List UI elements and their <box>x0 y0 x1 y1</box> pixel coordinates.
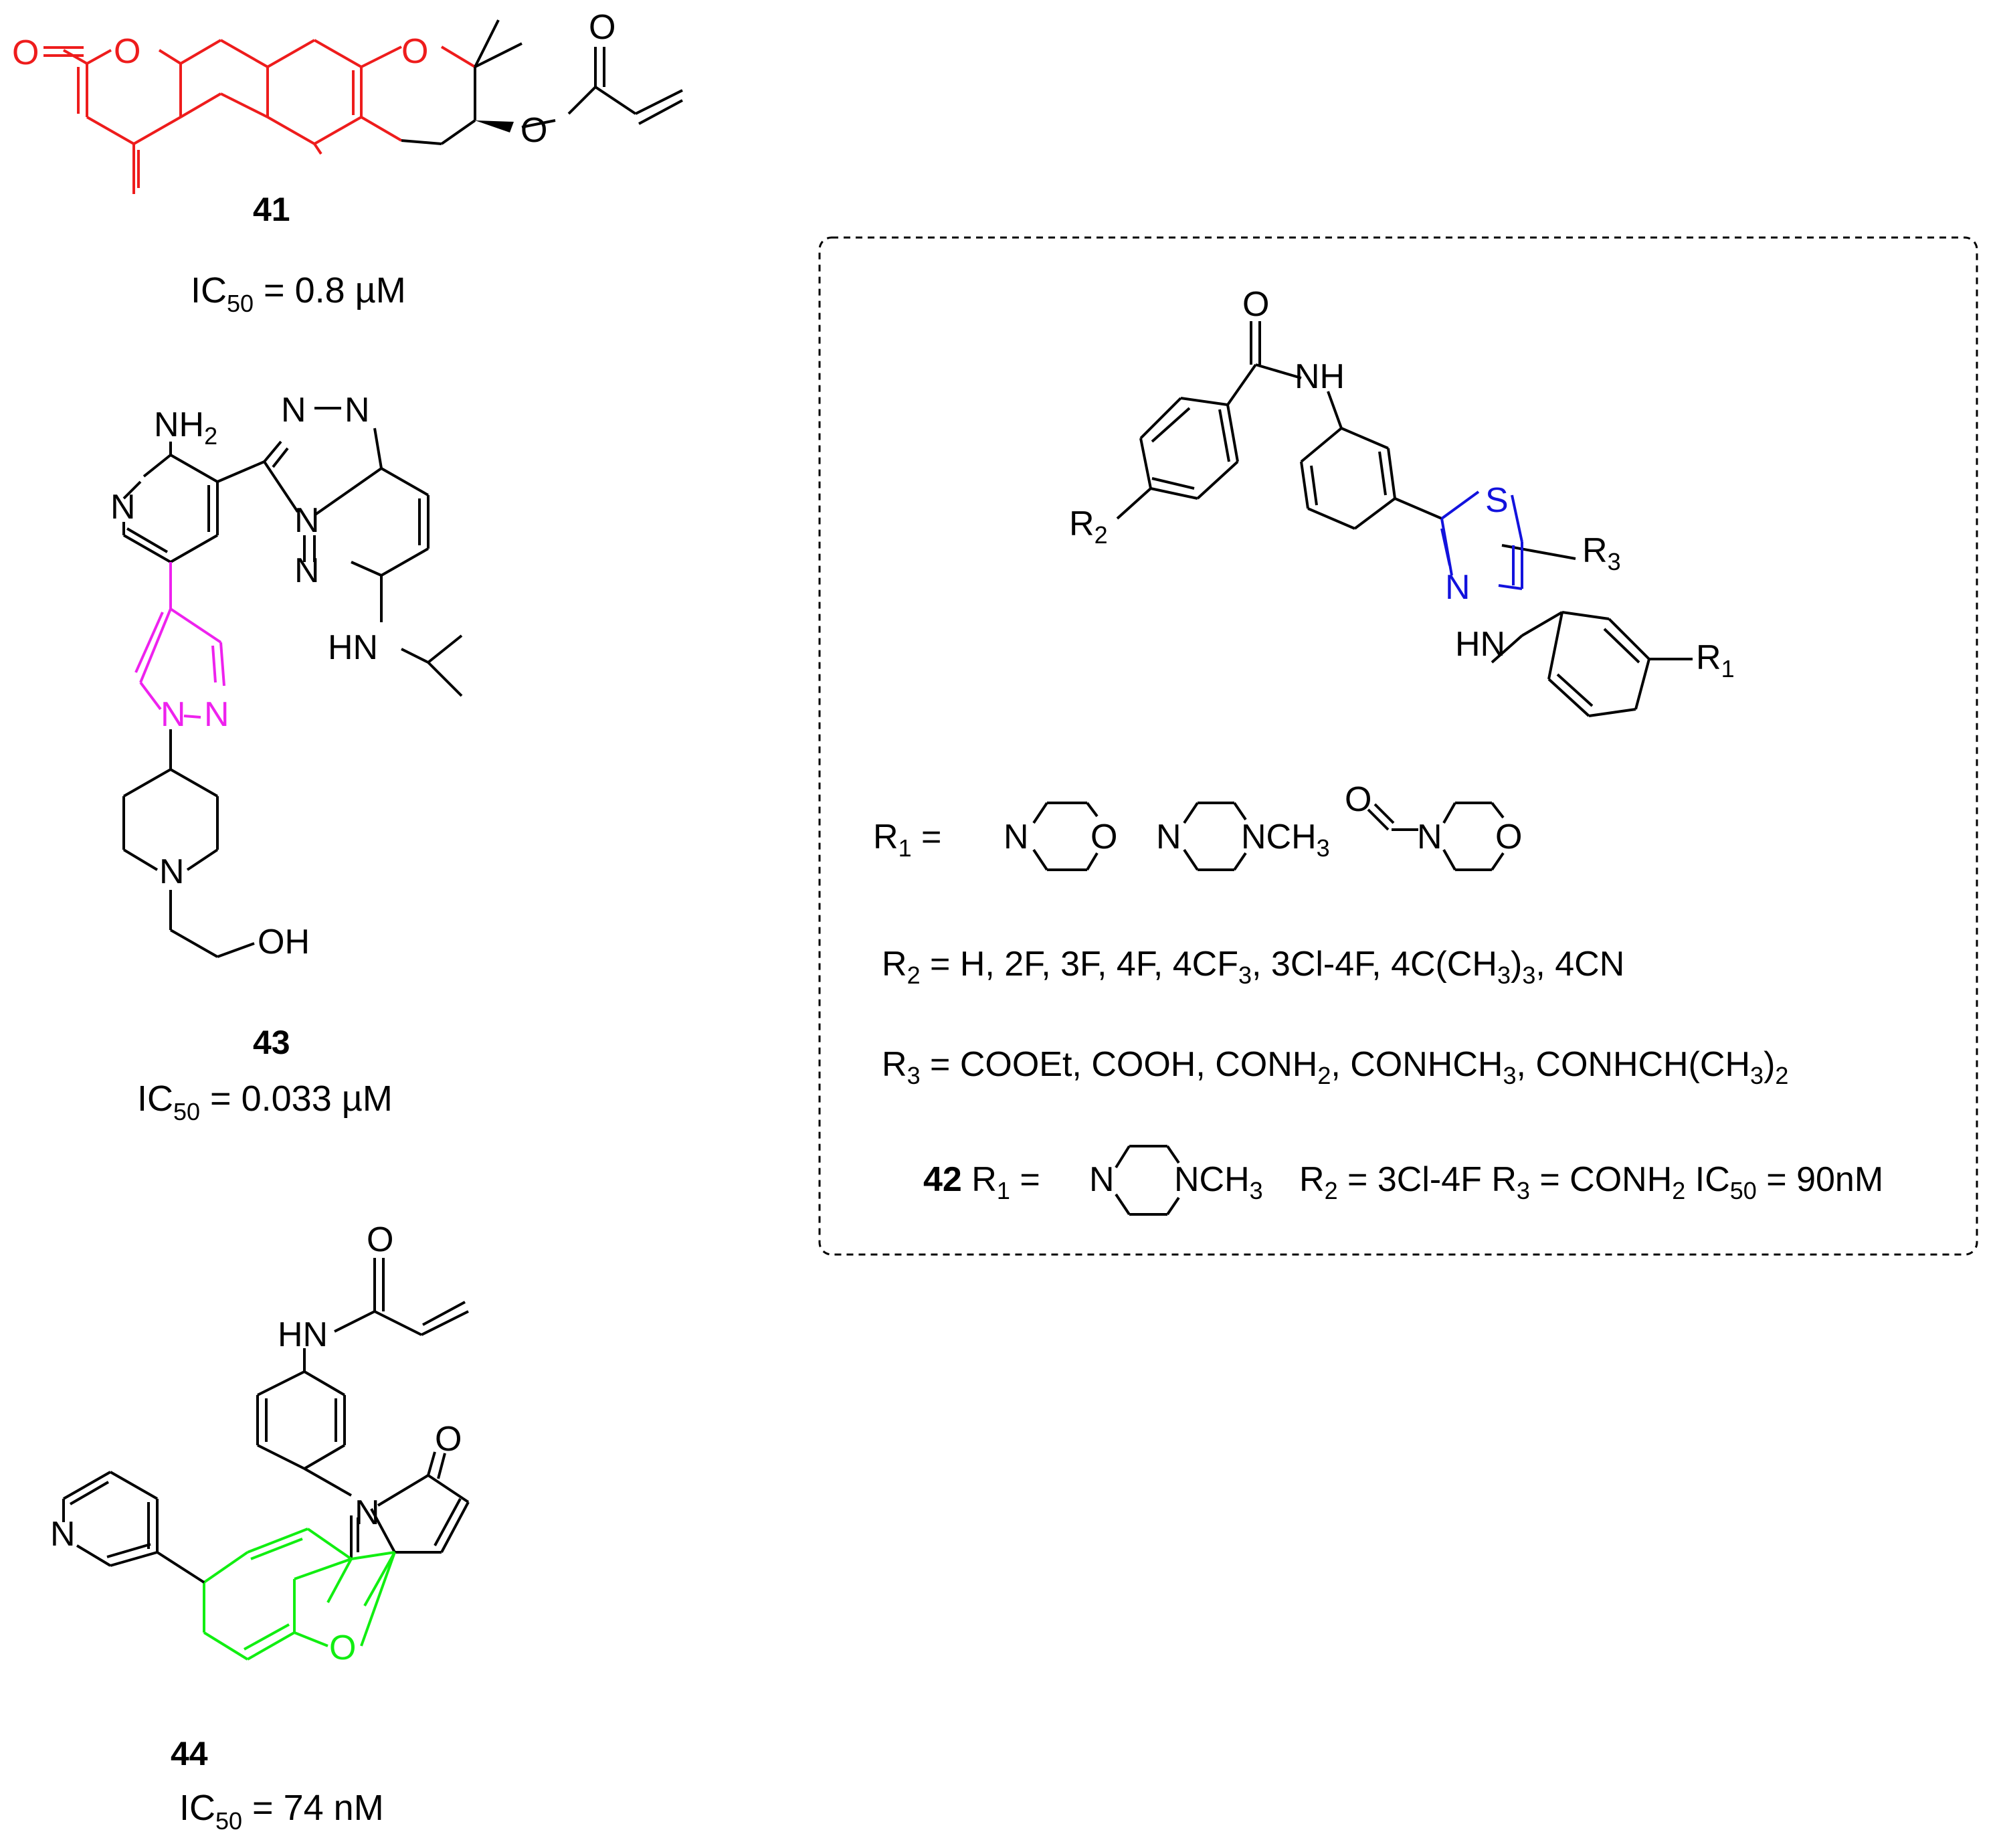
carbonyl-o: O <box>1345 780 1371 819</box>
atoms-44: O HN N O N <box>50 1220 462 1554</box>
compound-42-piperazine-n: N <box>1089 1160 1115 1199</box>
triazolopyridazine <box>263 407 463 697</box>
atom-nh: NH <box>1295 357 1345 396</box>
atom-n-pyridine: N <box>50 1515 76 1554</box>
acrylamide-phenyl <box>256 1258 469 1497</box>
atom-o-pyridone: O <box>435 1420 462 1459</box>
compound-43: NH2 N N N N N HN N OH N N 43 IC50 = 0.03… <box>110 391 463 1125</box>
atom-n-bridge: N <box>294 501 320 540</box>
morpholine-carbonyl-option: O N O <box>1345 780 1522 871</box>
atom-o-ring: O <box>114 32 140 71</box>
atom-oh: OH <box>258 923 310 961</box>
atom-n-pyrazole-1: N <box>161 695 186 734</box>
compound-42-details: R2 = 3Cl-4F R3 = CONH2 IC50 = 90nM <box>1299 1160 1883 1204</box>
atom-o-ester: O <box>520 111 547 150</box>
morpholine-o: O <box>1090 818 1117 856</box>
atom-o-acrylamide: O <box>367 1220 393 1259</box>
aminopyridine <box>122 442 265 563</box>
amide-n: N <box>1417 818 1442 856</box>
coumarin-core <box>43 39 476 194</box>
morpholine-o-2: O <box>1495 818 1522 856</box>
pyrazole <box>134 562 225 719</box>
atom-o-acryl: O <box>589 8 615 47</box>
r2-substituents-row: R2 = H, 2F, 3F, 4F, 4CF3, 3Cl-4F, 4C(CH3… <box>882 945 1624 989</box>
substituent-r3: R3 <box>1582 531 1621 575</box>
atom-s: S <box>1485 481 1509 520</box>
scaffold-atoms: O NH R2 R3 HN R1 <box>1069 285 1735 682</box>
pyridone <box>350 1451 470 1559</box>
atoms-43: NH2 N N N N N HN N OH <box>110 391 378 961</box>
atom-n-pyridine: N <box>110 488 136 527</box>
piperazine-n: N <box>1156 818 1181 856</box>
atom-n-pyrazole-2: N <box>204 695 229 734</box>
thiazole-ring <box>1440 490 1523 590</box>
substituent-r2: R2 <box>1069 504 1108 549</box>
piperidine <box>122 729 255 958</box>
atoms-pyrazole: N N <box>161 695 229 734</box>
piperazine-nch3: NCH3 <box>1241 818 1330 862</box>
compound-42-piperazine-nch3: NCH3 <box>1174 1160 1263 1204</box>
scaffold-bonds <box>1116 321 1693 717</box>
atom-hn: HN <box>1455 625 1505 664</box>
pyridine <box>62 1471 205 1584</box>
morpholine-n: N <box>1004 818 1029 856</box>
methylpiperazine-option: N NCH3 <box>1156 802 1330 871</box>
ring-atoms: O O O <box>12 32 428 72</box>
compound-42-label: 42 R1 = <box>923 1160 1040 1204</box>
atom-hn: HN <box>328 628 378 667</box>
atom-nh2: NH2 <box>154 405 217 450</box>
atom-o-carbonyl: O <box>12 33 39 72</box>
series-42-box: S N O NH R2 R3 HN R1 R1 = N <box>818 236 1978 1256</box>
r1-row-label: R1 = <box>873 818 941 862</box>
atom-n-thiazole: N <box>1445 568 1470 607</box>
r1-options-row: R1 = N O <box>873 780 1522 871</box>
benzofuran <box>203 1528 396 1661</box>
compound-number-44: 44 <box>171 1735 208 1772</box>
atom-n-triazole-2: N <box>345 391 370 430</box>
side-chain <box>401 19 683 145</box>
ic50-41: IC50 = 0.8 µM <box>191 270 406 317</box>
atom-n-piperidine: N <box>159 852 185 891</box>
compound-42-row: 42 R1 = N NCH3 R2 = 3Cl-4F R3 = CONH2 IC… <box>923 1145 1883 1216</box>
ic50-44: IC50 = 74 nM <box>179 1788 384 1835</box>
morpholine-option: N O <box>1004 802 1117 871</box>
compound-number-43: 43 <box>253 1024 290 1061</box>
r3-substituents-row: R3 = COOEt, COOH, CONH2, CONHCH3, CONHCH… <box>882 1045 1788 1089</box>
compound-number-41: 41 <box>253 191 290 228</box>
substituent-r1: R1 <box>1696 638 1735 682</box>
dashed-frame <box>818 236 1978 1256</box>
atom-n-pyridazine: N <box>294 551 320 590</box>
atom-hn: HN <box>278 1315 328 1354</box>
wedge-bond <box>475 120 514 132</box>
atom-n-pyridone: N <box>355 1493 380 1532</box>
compound-41: O O O O O 41 IC50 = 0.8 µM <box>12 8 683 317</box>
atom-n-triazole-1: N <box>281 391 306 430</box>
atom-o-pyran: O <box>401 32 428 71</box>
atom-o-furan: O <box>329 1629 356 1667</box>
compound-44: O HN N O N O 44 IC50 = 74 nM <box>50 1220 470 1835</box>
atom-o-amide: O <box>1242 285 1269 324</box>
ic50-43: IC50 = 0.033 µM <box>137 1079 393 1125</box>
